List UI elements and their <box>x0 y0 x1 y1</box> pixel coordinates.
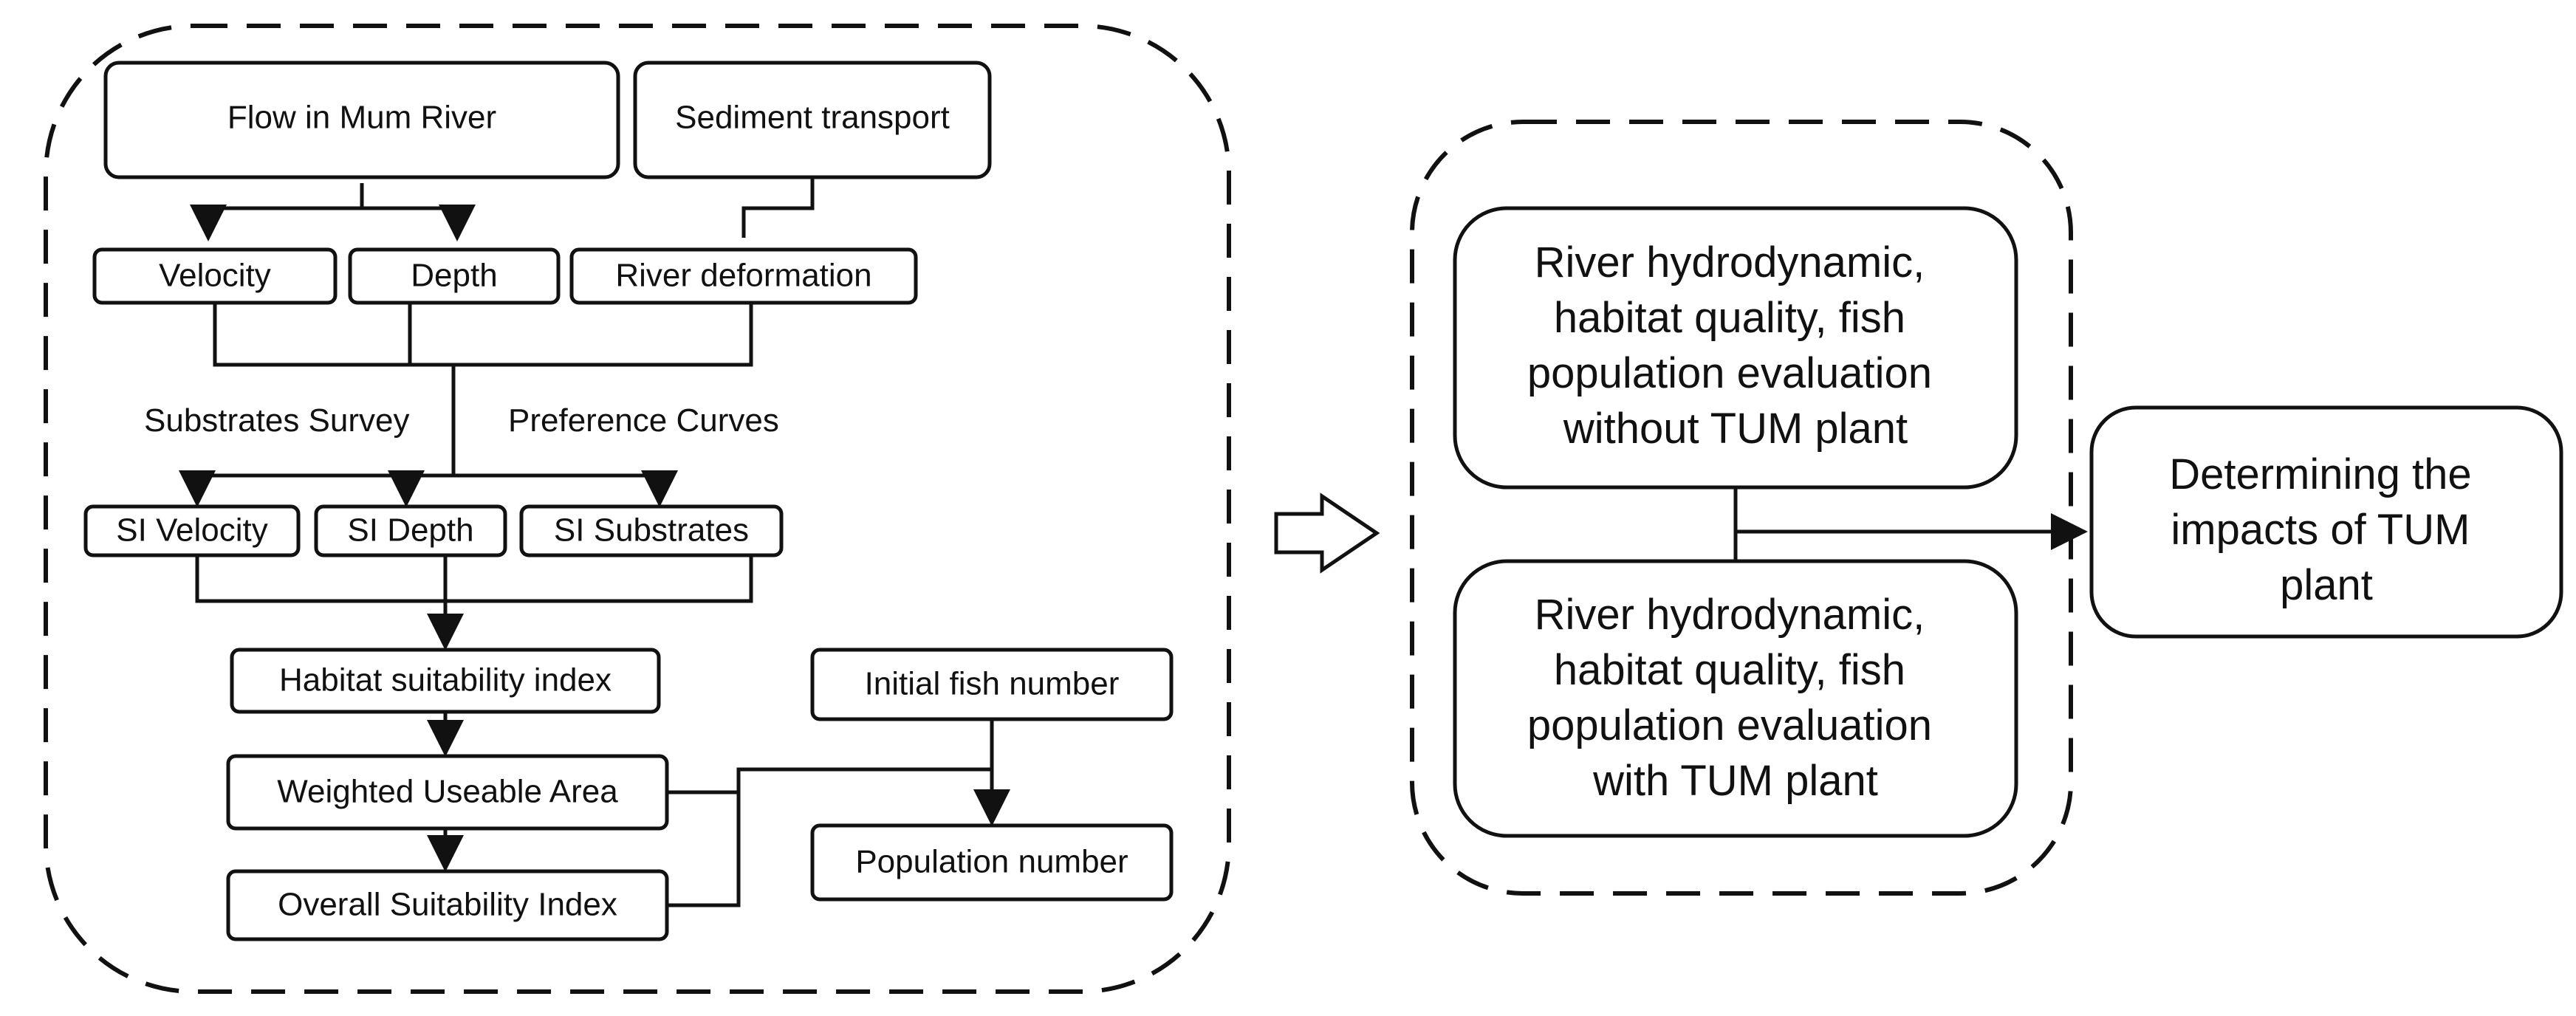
node-population-number: Population number <box>810 823 1174 902</box>
svg-text:River hydrodynamic, habi: River hydrodynamic, habitat quality, fis… <box>1527 591 1944 805</box>
flowchart-edges <box>179 177 1010 907</box>
node-si-substrates: SI Substrates <box>519 504 784 557</box>
preference-curves-label: Preference Curves <box>508 402 779 439</box>
left-panel <box>44 24 1231 994</box>
without-line-3: population evaluation <box>1527 349 1932 397</box>
node-flow-in-mum-river: Flow in Mum River <box>103 61 620 179</box>
with-line-1: River hydrodynamic, <box>1535 591 1925 639</box>
node-weighted-useable-area: Weighted Useable Area <box>226 754 669 831</box>
transition-arrow-icon <box>1274 492 1380 574</box>
with-line-3: population evaluation <box>1527 701 1932 749</box>
svg-text:Depth: Depth <box>411 258 497 294</box>
svg-text:SI Substrates: SI Substrates <box>554 512 749 549</box>
svg-text:Determining the impacts: Determining the impacts of TUM plant <box>2169 450 2484 609</box>
node-si-velocity: SI Velocity <box>83 504 301 557</box>
substrates-survey-label: Substrates Survey <box>144 402 410 439</box>
node-velocity: Velocity <box>92 247 338 305</box>
evaluation-edges <box>1733 487 2088 561</box>
with-line-2: habitat quality, fish <box>1554 646 1905 694</box>
svg-text:Habitat suitability index: Habitat suitability index <box>279 662 612 698</box>
node-depth: Depth <box>348 247 561 305</box>
svg-text:Flow in Mum River: Flow in Mum River <box>227 100 496 136</box>
edge-to-population <box>667 767 992 907</box>
edge-flow-split <box>190 183 364 241</box>
node-determining-impacts: Determining the impacts of TUM plant <box>2089 405 2563 639</box>
svg-text:SI Depth: SI Depth <box>347 512 473 549</box>
svg-text:Weighted Useable Area: Weighted Useable Area <box>277 774 618 810</box>
node-river-deformation: River deformation <box>569 247 918 305</box>
without-line-1: River hydrodynamic, <box>1535 238 1925 286</box>
svg-text:River hydrodynamic, habi: River hydrodynamic, habitat quality, fis… <box>1527 238 1944 453</box>
node-sediment-transport: Sediment transport <box>633 61 992 179</box>
without-line-2: habitat quality, fish <box>1554 294 1905 342</box>
svg-text:Population number: Population number <box>855 844 1128 880</box>
edge-merge <box>213 303 453 367</box>
svg-text:Overall Suitability Index: Overall Suitability Index <box>278 887 617 923</box>
with-line-4: with TUM plant <box>1592 757 1878 805</box>
result-line-2: impacts of TUM <box>2171 506 2470 554</box>
without-line-4: without TUM plant <box>1563 405 1908 453</box>
svg-text:Velocity: Velocity <box>159 258 271 294</box>
edge-sediment-deformation <box>741 177 815 238</box>
right-panel <box>1410 120 2073 896</box>
node-si-depth: SI Depth <box>314 504 507 557</box>
node-overall-suitability-index: Overall Suitability Index <box>226 869 669 941</box>
edge-to-si <box>197 365 660 478</box>
svg-text:Initial fish number: Initial fish number <box>865 666 1120 702</box>
edge-si-merge <box>195 555 753 603</box>
svg-text:Sediment transport: Sediment transport <box>675 100 950 136</box>
svg-text:SI Velocity: SI Velocity <box>116 512 267 549</box>
result-line-1: Determining the <box>2169 450 2471 498</box>
result-line-3: plant <box>2280 561 2373 609</box>
svg-text:River deformation: River deformation <box>615 258 871 294</box>
node-evaluation-with-plant: River hydrodynamic, habitat quality, fis… <box>1453 559 2018 838</box>
node-habitat-suitability-index: Habitat suitability index <box>230 648 661 714</box>
node-initial-fish-number: Initial fish number <box>810 648 1174 721</box>
node-evaluation-without-plant: River hydrodynamic, habitat quality, fis… <box>1453 206 2018 490</box>
